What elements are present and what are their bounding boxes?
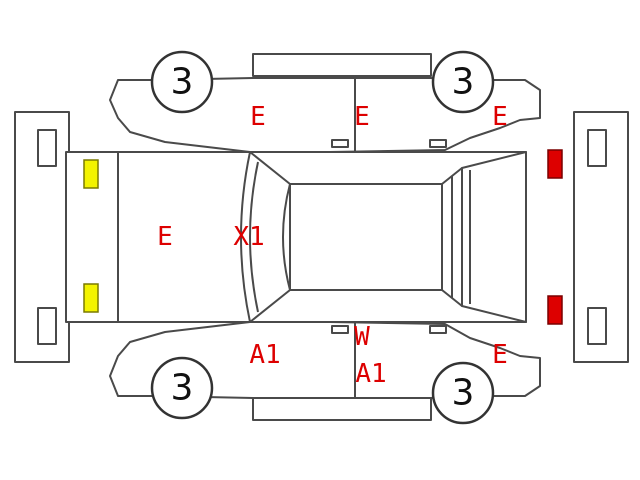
mark-rear-bottom-quarter: E — [492, 340, 508, 370]
mark-rear-top-door: E — [354, 102, 370, 132]
wheel-rear-bottom-number: 3 — [452, 373, 475, 414]
mark-rear-top-quarter: E — [492, 102, 508, 132]
wheel-rear-top-number: 3 — [452, 62, 475, 103]
bottom-side-panel — [109, 321, 541, 399]
mark-hood: E — [157, 222, 173, 252]
mark-rear-bottom-door-2: A1 — [355, 359, 386, 389]
car-top-view — [65, 151, 527, 323]
front-lamp-bottom — [83, 283, 99, 313]
roof-strip-top — [252, 53, 432, 77]
front-bumper — [14, 111, 70, 363]
wheel-front-bottom: 3 — [150, 356, 214, 420]
wheel-front-top-number: 3 — [171, 62, 194, 103]
top-side-panel — [109, 77, 541, 153]
wheel-rear-bottom: 3 — [431, 361, 495, 425]
mark-windshield: X1 — [233, 222, 264, 252]
mark-front-bottom-door: A1 — [249, 340, 280, 370]
rear-bumper — [573, 111, 629, 363]
wheel-front-top: 3 — [150, 50, 214, 114]
wheel-front-bottom-number: 3 — [171, 368, 194, 409]
front-lamp-top — [83, 159, 99, 189]
rear-lamp-bottom — [547, 295, 563, 325]
roof-strip-bottom — [252, 397, 432, 421]
mark-rear-bottom-door-1: W — [354, 322, 370, 352]
rear-lamp-top — [547, 149, 563, 179]
wheel-rear-top: 3 — [431, 50, 495, 114]
mark-front-top-door: E — [250, 102, 266, 132]
